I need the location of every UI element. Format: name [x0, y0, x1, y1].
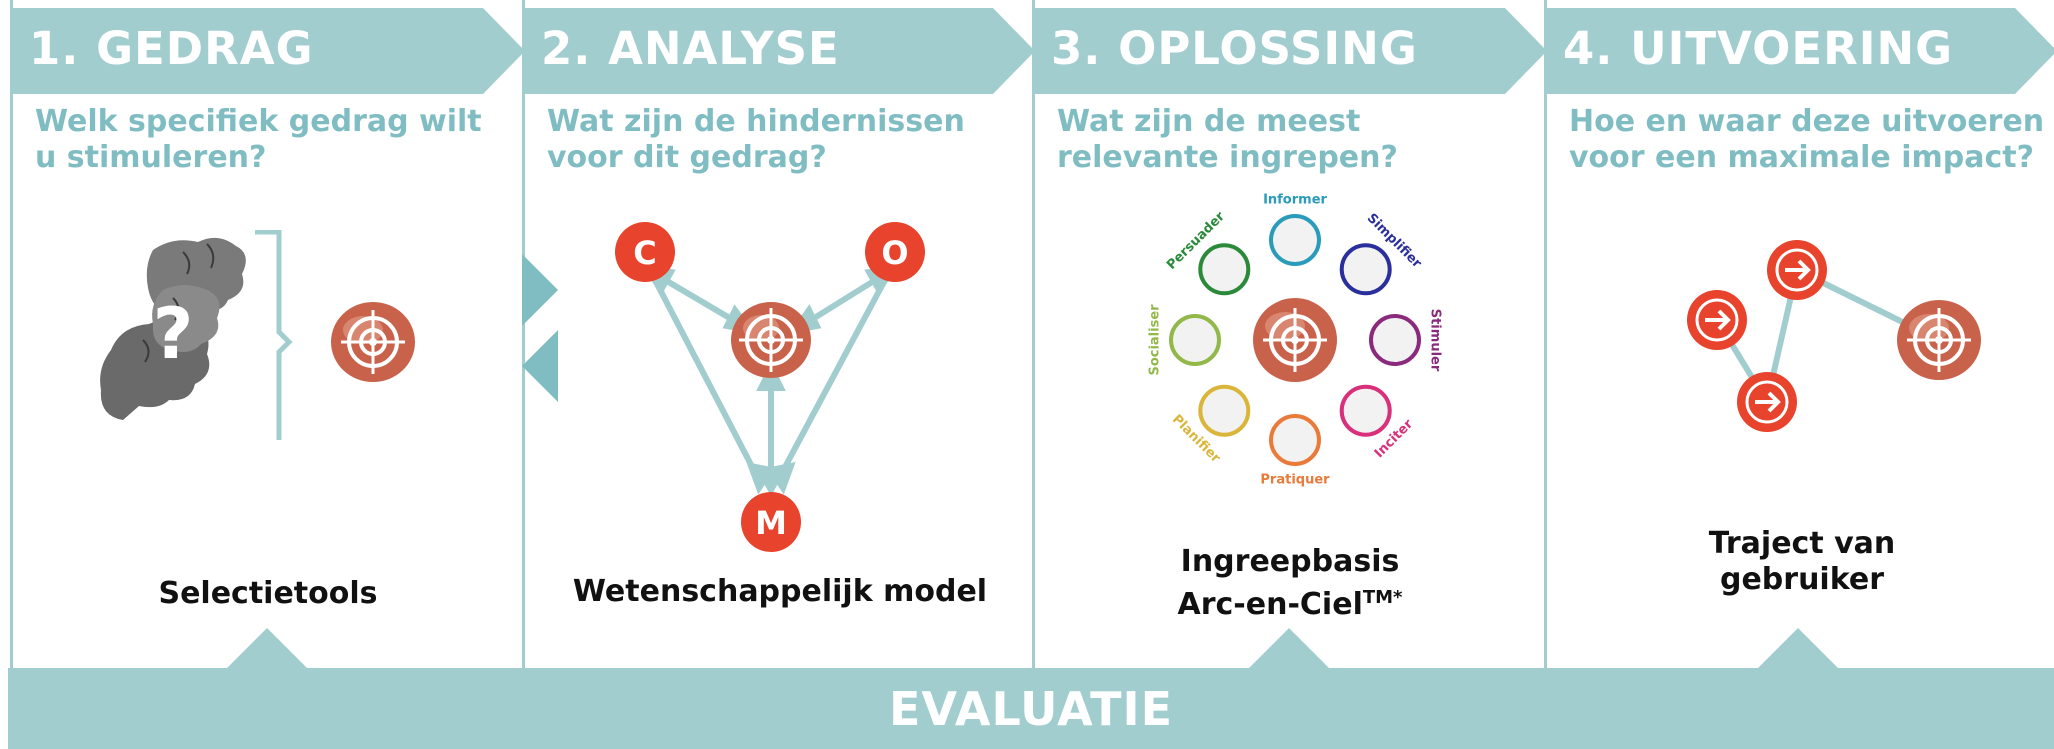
node-c: C	[633, 234, 656, 272]
trademark-sup: TM*	[1362, 587, 1403, 608]
flow-arrow-left-icon	[522, 254, 558, 402]
ring-persuader	[1198, 243, 1251, 296]
rainbow-wheel-icon: InformerSimplifierStimulerInciterPratiqu…	[1148, 193, 1443, 488]
ring-informer	[1269, 214, 1321, 266]
ring-label-socialiser: Socialiser	[1148, 304, 1163, 376]
panel-oplossing: 3. OPLOSSING Wat zijn de meest relevante…	[1032, 0, 1547, 668]
journey-arrow-icon	[1767, 240, 1827, 300]
step-caption: Wetenschappelijk model	[572, 574, 988, 609]
evaluation-arrow-gedrag	[227, 628, 307, 668]
ring-label-stimuler: Stimuler	[1428, 309, 1443, 372]
panel-gedrag: 1. GEDRAG Welk specifiek gedrag wilt u s…	[10, 0, 525, 668]
banner-gedrag: 1. GEDRAG	[13, 8, 525, 94]
ring-label-informer: Informer	[1263, 193, 1327, 208]
evaluation-arrow-oplossing	[1249, 628, 1329, 668]
caption-line-2: gebruiker	[1719, 562, 1885, 597]
step-caption: Traject van gebruiker	[1547, 526, 2054, 598]
panel-analyse: 2. ANALYSE Wat zijn de hindernissen voor…	[522, 0, 1035, 668]
panel-uitvoering: 4. UITVOERING Hoe en waar deze uitvoeren…	[1544, 0, 2054, 668]
caption-line-2: Arc-en-CielTM*	[1035, 580, 1545, 623]
step-title: 3. OPLOSSING	[1051, 22, 1418, 75]
target-fist-icon	[1253, 298, 1337, 382]
evaluation-arrow-uitvoering	[1758, 628, 1838, 668]
ring-stimuler	[1369, 314, 1421, 366]
ring-pratiquer	[1269, 414, 1321, 466]
caption-line-1: Traject van	[1708, 526, 1896, 561]
step-question: Welk specifiek gedrag wilt u stimuleren?	[35, 104, 482, 175]
journey-arrow-icon	[1737, 372, 1797, 432]
node-m: M	[755, 504, 787, 542]
banner-analyse: 2. ANALYSE	[525, 8, 1035, 94]
step-caption: Ingreepbasis Arc-en-CielTM*	[1035, 544, 1545, 623]
ring-inciter	[1339, 384, 1392, 437]
node-o: O	[881, 234, 908, 272]
target-fist-icon	[731, 302, 811, 378]
step-title: 1. GEDRAG	[29, 22, 314, 75]
ring-simplifier	[1339, 243, 1392, 296]
target-fist-icon	[1897, 300, 1981, 380]
step-caption: Selectietools	[158, 576, 378, 611]
hands-question-icon: ?	[100, 230, 415, 440]
step-title: 4. UITVOERING	[1563, 22, 1954, 75]
banner-uitvoering: 4. UITVOERING	[1547, 8, 2054, 94]
com-model-icon: C O M	[615, 222, 925, 552]
evaluation-label: EVALUATIE	[888, 682, 1174, 736]
journey-arrow-icon	[1687, 290, 1747, 350]
caption-line-1: Ingreepbasis	[1180, 544, 1400, 579]
user-journey-icon	[1687, 240, 1981, 432]
banner-oplossing: 3. OPLOSSING	[1035, 8, 1547, 94]
step-question: Hoe en waar deze uitvoeren voor een maxi…	[1569, 104, 2045, 175]
step-title: 2. ANALYSE	[541, 22, 840, 75]
svg-text:?: ?	[153, 293, 194, 375]
caption-line-2-text: Arc-en-Ciel	[1177, 587, 1363, 622]
ring-label-pratiquer: Pratiquer	[1260, 473, 1330, 488]
evaluation-bar: EVALUATIE	[8, 668, 2054, 749]
ring-socialiser	[1169, 314, 1221, 366]
step-question: Wat zijn de hindernissen voor dit gedrag…	[547, 104, 965, 175]
step-question: Wat zijn de meest relevante ingrepen?	[1057, 104, 1398, 175]
ring-planifier	[1198, 384, 1251, 437]
